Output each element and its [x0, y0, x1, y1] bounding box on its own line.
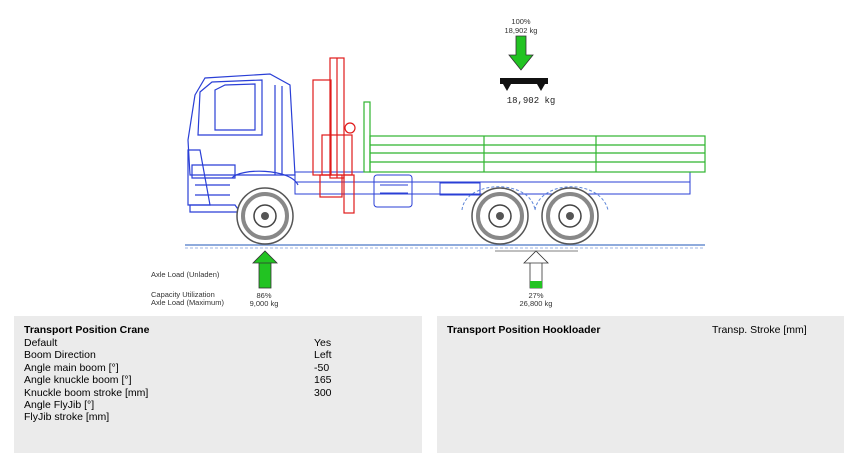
top-load-arrow: [508, 35, 534, 71]
rear-axle-percent: 27%: [528, 291, 543, 300]
rear-wheel-2: [541, 187, 599, 245]
crane-setting-label: FlyJib stroke [mm]: [24, 411, 110, 424]
crane-setting-row: Default Yes: [24, 337, 412, 349]
rear-wheel-1: [471, 187, 529, 245]
crane-setting-label: Default: [24, 337, 58, 349]
front-axle-percent: 86%: [256, 291, 271, 300]
crane-setting-label: Boom Direction: [24, 349, 96, 362]
crane-setting-value: -50: [314, 361, 330, 374]
crane-setting-label: Angle FlyJib [°]: [24, 398, 95, 411]
truck-cab: [187, 73, 299, 213]
hook-panel-title: Transport Position Hookloader: [447, 324, 601, 336]
front-axle-weight: 9,000 kg: [250, 299, 279, 308]
crane: [312, 57, 356, 214]
front-wheel: [236, 187, 294, 245]
rear-axle-arrow: [523, 250, 549, 289]
front-axle-arrow: [252, 250, 278, 289]
hook-column-header: Transp. Stroke [mm]: [712, 324, 807, 336]
rear-axle-weight: 26,800 kg: [520, 299, 553, 308]
crane-setting-value: Left: [314, 349, 332, 362]
crane-setting-label: Angle knuckle boom [°]: [24, 374, 132, 387]
crane-setting-row: Angle knuckle boom [°] 165: [24, 374, 412, 386]
load-platform-icon: [500, 78, 548, 91]
legend-capacity-utilization: Capacity Utilization: [151, 290, 215, 299]
rear-fenders: [461, 186, 609, 211]
crane-setting-row: Angle FlyJib [°]: [24, 399, 412, 411]
crane-setting-row: Knuckle boom stroke [mm] 300: [24, 387, 412, 399]
crane-setting-row: Boom Direction Left: [24, 349, 412, 361]
top-load-percent: 100%: [511, 17, 531, 26]
top-load-weight: 18,902 kg: [505, 26, 538, 35]
hookloader-transport-panel: Transport Position Hookloader Transp. St…: [437, 316, 844, 453]
crane-panel-title: Transport Position Crane: [24, 324, 150, 336]
ground-line: [185, 244, 705, 249]
loading-body: [363, 101, 706, 173]
crane-setting-label: Angle main boom [°]: [24, 361, 119, 374]
top-load-weight-display: 18,902 kg: [507, 96, 556, 106]
crane-setting-label: Knuckle boom stroke [mm]: [24, 386, 149, 399]
crane-setting-row: Angle main boom [°] -50: [24, 362, 412, 374]
truck-diagram: 100% 18,902 kg 18,902 kg Axle Load (Unla…: [151, 17, 706, 308]
legend-axle-max: Axle Load (Maximum): [151, 298, 224, 307]
legend-axle-unladen: Axle Load (Unladen): [151, 270, 220, 279]
crane-setting-value: 300: [314, 386, 332, 399]
crane-setting-value: 165: [314, 374, 332, 387]
crane-setting-value: Yes: [314, 337, 332, 349]
crane-setting-row: FlyJib stroke [mm]: [24, 411, 412, 423]
